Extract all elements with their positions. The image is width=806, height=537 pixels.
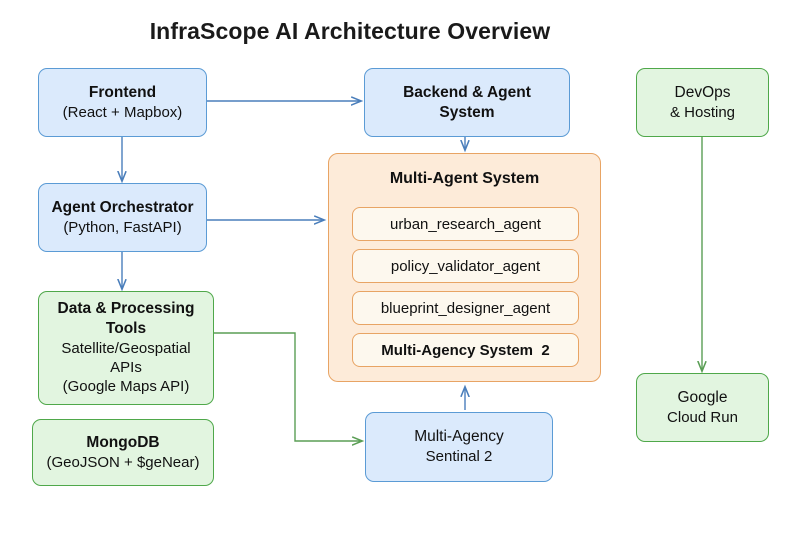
node-agent-orchestrator-subtitle: (Python, FastAPI) [63, 218, 182, 236]
agent-pill-policy-validator-agent[interactable]: policy_validator_agent [352, 249, 579, 283]
node-data-tools-title: Data & Processing [57, 300, 195, 318]
node-backend-subtitle: System [439, 103, 495, 121]
multi-agent-system-title: Multi-Agent System [389, 170, 540, 187]
node-devops-hosting[interactable]: DevOps & Hosting [636, 68, 769, 137]
node-data-processing-tools[interactable]: Data & Processing Tools Satellite/Geospa… [38, 291, 214, 405]
node-data-tools-title-2: Tools [105, 320, 147, 338]
multi-agent-system-panel[interactable]: Multi-Agent System urban_research_agent … [328, 153, 601, 382]
node-frontend-title: Frontend [88, 83, 157, 101]
node-mongodb-subtitle: (GeoJSON + $geNear) [46, 453, 200, 471]
node-mongodb-title: MongoDB [86, 433, 160, 451]
node-sentinal-title: Multi-Agency [414, 428, 504, 446]
node-cloud-run-title: Google [677, 388, 728, 406]
node-multi-agency-sentinal-2[interactable]: Multi-Agency Sentinal 2 [365, 412, 553, 482]
node-data-tools-sub-1: Satellite/Geospatial [61, 340, 191, 358]
node-frontend[interactable]: Frontend (React + Mapbox) [38, 68, 207, 137]
node-backend-agent-system[interactable]: Backend & Agent System [364, 68, 570, 137]
node-sentinal-subtitle: Sentinal 2 [425, 448, 493, 466]
node-frontend-subtitle: (React + Mapbox) [62, 103, 183, 121]
node-data-tools-sub-3: (Google Maps API) [62, 378, 190, 396]
node-devops-title: DevOps [674, 83, 731, 101]
page-title: InfraScope AI Architecture Overview [149, 18, 551, 44]
node-devops-subtitle: & Hosting [669, 103, 736, 121]
node-agent-orchestrator-title: Agent Orchestrator [51, 198, 194, 216]
node-google-cloud-run[interactable]: Google Cloud Run [636, 373, 769, 442]
node-data-tools-sub-2: APIs [110, 359, 142, 377]
node-agent-orchestrator[interactable]: Agent Orchestrator (Python, FastAPI) [38, 183, 207, 252]
agent-pill-urban-research-agent[interactable]: urban_research_agent [352, 207, 579, 241]
node-backend-title: Backend & Agent [403, 83, 531, 101]
node-mongodb[interactable]: MongoDB (GeoJSON + $geNear) [32, 419, 214, 486]
node-cloud-run-subtitle: Cloud Run [667, 408, 738, 426]
agent-pill-multi-agency-system-2[interactable]: Multi-Agency System 2 [352, 333, 579, 367]
agent-pill-blueprint-designer-agent[interactable]: blueprint_designer_agent [352, 291, 579, 325]
